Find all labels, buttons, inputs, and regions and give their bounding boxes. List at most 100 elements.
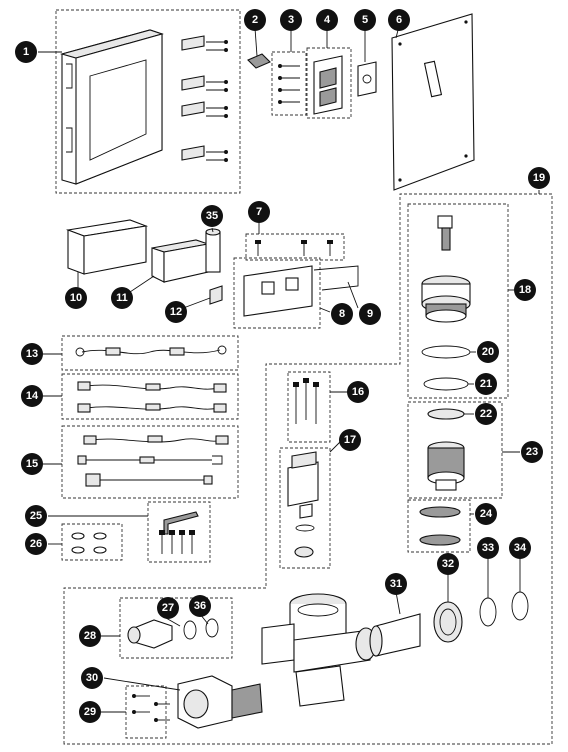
svg-text:16: 16 xyxy=(352,386,364,398)
svg-text:7: 7 xyxy=(256,206,262,218)
svg-text:30: 30 xyxy=(86,672,98,684)
callout-6: 6 xyxy=(388,9,410,31)
svg-text:25: 25 xyxy=(30,510,42,522)
box-board-8 xyxy=(233,257,321,329)
tube-35 xyxy=(205,228,221,273)
callout-34: 34 xyxy=(509,537,531,559)
svg-text:3: 3 xyxy=(288,14,294,26)
svg-text:12: 12 xyxy=(170,306,182,318)
callout-20: 20 xyxy=(477,341,499,363)
svg-text:20: 20 xyxy=(482,346,494,358)
solenoid-housing-30 xyxy=(177,675,263,729)
callout-5: 5 xyxy=(354,9,376,31)
bracket-4 xyxy=(313,55,343,115)
svg-text:18: 18 xyxy=(519,284,531,296)
callout-8: 8 xyxy=(331,303,353,325)
box-bracket-4 xyxy=(306,47,352,119)
callout-25: 25 xyxy=(25,505,47,527)
callout-3: 3 xyxy=(280,9,302,31)
box-solenoid-17 xyxy=(279,447,331,569)
svg-text:17: 17 xyxy=(344,434,356,446)
callout-12: 12 xyxy=(165,301,187,323)
box-caps-26 xyxy=(61,523,123,561)
screws-16 xyxy=(293,378,319,424)
svg-text:13: 13 xyxy=(26,348,38,360)
valve-body xyxy=(261,593,377,707)
callout-10: 10 xyxy=(65,287,87,309)
svg-text:23: 23 xyxy=(526,446,538,458)
callout-36: 36 xyxy=(189,595,211,617)
control-board-8 xyxy=(243,265,313,317)
callout-2: 2 xyxy=(244,9,266,31)
screws-set-3 xyxy=(278,64,300,104)
mounting-frame xyxy=(59,29,164,185)
svg-text:22: 22 xyxy=(480,408,492,420)
box-gaskets-24 xyxy=(407,499,471,553)
box-adapter-28 xyxy=(119,597,233,659)
callout-22: 22 xyxy=(475,403,497,425)
callout-4: 4 xyxy=(316,9,338,31)
callout-32: 32 xyxy=(437,553,459,575)
box-cartridge-18 xyxy=(407,203,509,399)
svg-text:34: 34 xyxy=(514,542,527,554)
svg-text:36: 36 xyxy=(194,600,206,612)
box-screws-7 xyxy=(245,233,345,261)
box-filter-23 xyxy=(407,401,503,499)
callouts: 1 2 3 4 5 6 7 8 9 10 11 12 13 14 15 16 1… xyxy=(15,9,550,723)
svg-text:6: 6 xyxy=(396,14,402,26)
group-boxes xyxy=(55,9,553,745)
svg-text:32: 32 xyxy=(442,558,454,570)
callout-16: 16 xyxy=(347,381,369,403)
callout-35: 35 xyxy=(201,205,223,227)
svg-text:8: 8 xyxy=(339,308,345,320)
svg-text:1: 1 xyxy=(23,46,29,58)
callout-33: 33 xyxy=(477,537,499,559)
box-frame-1 xyxy=(55,9,241,194)
svg-text:19: 19 xyxy=(533,172,545,184)
adapter-28 xyxy=(127,619,173,649)
o-ring-34 xyxy=(511,591,529,621)
callout-18: 18 xyxy=(514,279,536,301)
o-ring-36 xyxy=(205,618,219,638)
callout-17: 17 xyxy=(339,429,361,451)
svg-text:9: 9 xyxy=(367,308,373,320)
callout-14: 14 xyxy=(21,385,43,407)
box-tools-25 xyxy=(147,501,211,563)
filter-23 xyxy=(427,441,465,491)
box-screws-3 xyxy=(271,51,307,116)
svg-text:33: 33 xyxy=(482,542,494,554)
box-cable-14 xyxy=(61,373,239,420)
svg-text:11: 11 xyxy=(116,292,128,304)
hex-key-25 xyxy=(159,511,199,554)
svg-text:10: 10 xyxy=(70,292,82,304)
svg-text:15: 15 xyxy=(26,458,38,470)
cover-shell-10 xyxy=(65,219,149,275)
cable-13 xyxy=(75,345,227,357)
callout-13: 13 xyxy=(21,343,43,365)
o-ring-33 xyxy=(479,597,497,627)
small-clip xyxy=(247,53,271,69)
box-valve-19 xyxy=(63,193,553,745)
o-ring-20 xyxy=(421,345,471,359)
svg-text:2: 2 xyxy=(252,14,258,26)
callout-26: 26 xyxy=(25,533,47,555)
svg-text:28: 28 xyxy=(84,630,96,642)
cable-15 xyxy=(77,435,229,487)
control-box-11 xyxy=(151,239,209,283)
solenoid-17 xyxy=(287,451,319,558)
callout-27: 27 xyxy=(157,597,179,619)
screws-29 xyxy=(132,694,170,722)
ring-22 xyxy=(427,408,465,420)
box-screws-16 xyxy=(287,371,331,443)
svg-text:35: 35 xyxy=(206,210,218,222)
svg-text:27: 27 xyxy=(162,602,174,614)
svg-text:21: 21 xyxy=(480,378,492,390)
callout-24: 24 xyxy=(475,503,497,525)
callout-21: 21 xyxy=(475,373,497,395)
svg-text:14: 14 xyxy=(26,390,39,402)
o-ring-21 xyxy=(423,377,469,391)
svg-text:4: 4 xyxy=(324,14,331,26)
callout-23: 23 xyxy=(521,441,543,463)
clip-12 xyxy=(209,285,223,305)
